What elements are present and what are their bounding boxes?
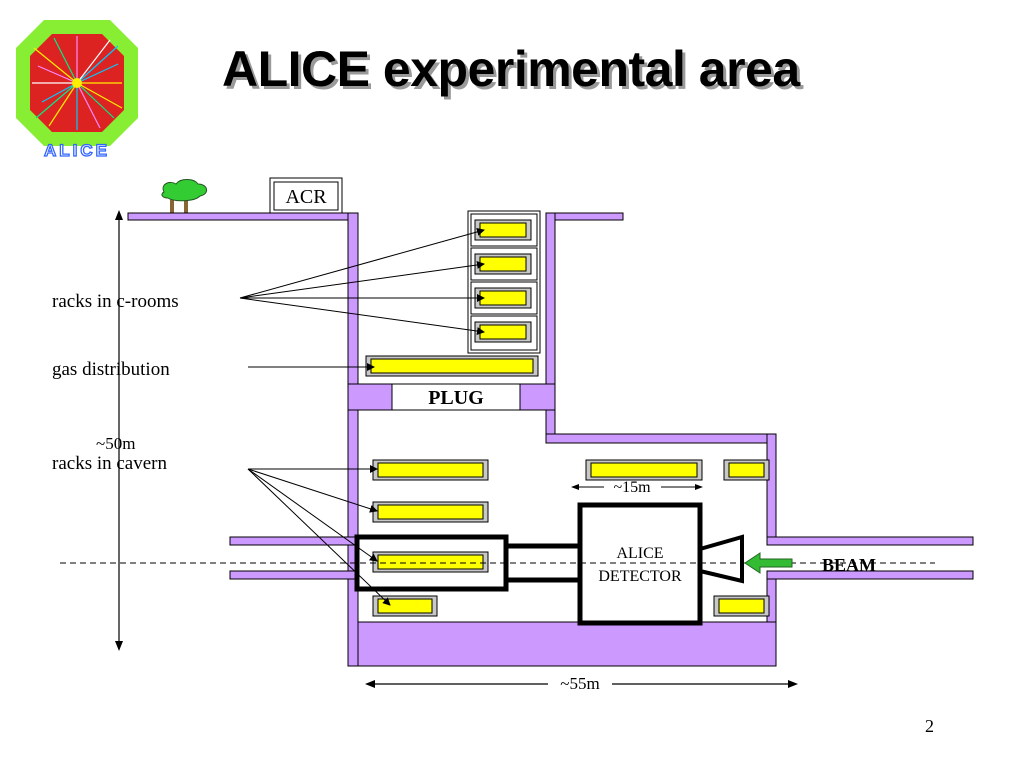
- rack-cavern-4: [372, 595, 438, 617]
- rack-cavern-2: [372, 501, 489, 523]
- length-dimension: [365, 680, 798, 688]
- label-racks-c-rooms: racks in c-rooms: [52, 291, 179, 312]
- beam-arrow-icon: [744, 552, 793, 574]
- acr-box: ACR: [269, 177, 343, 215]
- rack-c-room-4: [474, 321, 532, 343]
- acr-label: ACR: [285, 186, 327, 208]
- pointer-lines: [239, 228, 485, 606]
- racks: [365, 219, 770, 617]
- label-gas-distribution: gas distribution: [52, 359, 170, 380]
- rack-c-room-3: [474, 287, 532, 309]
- rack-c-room-2: [474, 253, 532, 275]
- beam-label: BEAM: [822, 555, 876, 575]
- label-racks-cavern: racks in cavern: [52, 453, 167, 474]
- length-label: ~55m: [560, 674, 599, 693]
- logo-text: ALICE: [44, 141, 110, 160]
- rack-c-room-1: [474, 219, 532, 241]
- rack-gas-distribution: [365, 355, 539, 377]
- slide-number: 2: [925, 716, 934, 736]
- depth-dimension: [115, 210, 123, 651]
- rack-cavern-3: [372, 551, 489, 573]
- plug: PLUG: [391, 383, 521, 411]
- depth-label: ~50m: [96, 434, 135, 453]
- detector-size-label: ~15m: [613, 479, 651, 496]
- detector-size-dimension: [571, 484, 703, 490]
- cavern-walls: [127, 212, 974, 667]
- absorber-cone: [698, 534, 744, 584]
- logo-center: [72, 78, 82, 88]
- rack-cavern-1: [372, 459, 489, 481]
- detector-label-line1: ALICE: [616, 545, 663, 562]
- plug-label: PLUG: [428, 387, 484, 409]
- alice-detector: [577, 502, 703, 626]
- alice-logo: ALICE: [16, 20, 138, 160]
- rack-cavern-5: [585, 459, 703, 481]
- rack-cavern-7: [713, 595, 770, 617]
- tree-icon: [161, 179, 207, 214]
- detector-label-line2: DETECTOR: [598, 568, 682, 585]
- rack-cavern-6: [723, 459, 770, 481]
- slide-title: ALICE experimental area: [222, 41, 800, 97]
- logo-particle-tracks: [32, 36, 123, 130]
